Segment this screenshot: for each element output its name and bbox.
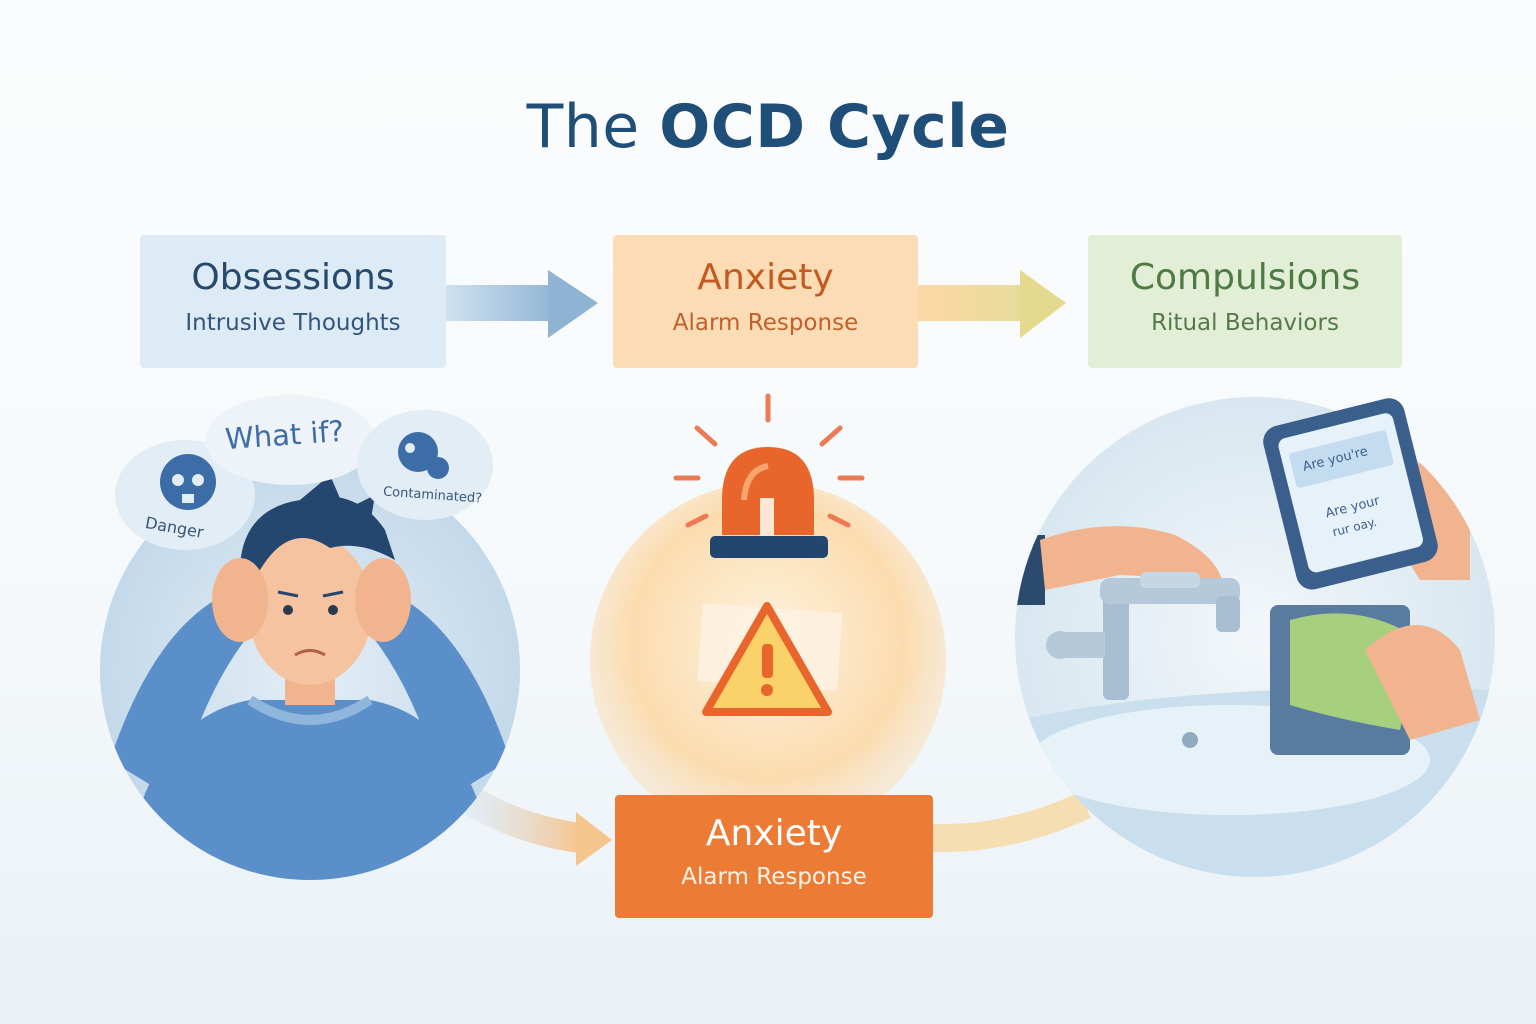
arrow-left-to-bottom [462,787,612,866]
contamination-icon [398,432,449,479]
anxiety-scene [590,393,946,838]
stage-obsessions-subtitle: Intrusive Thoughts [185,310,401,336]
siren-icon [710,447,828,558]
page-title: The OCD Cycle [0,92,1536,162]
faucet-icon [1046,572,1240,700]
title-emphasis: OCD Cycle [659,92,1010,162]
stage-anxiety-alert-subtitle: Alarm Response [681,864,867,890]
stage-anxiety-name: Anxiety [697,257,834,298]
stage-anxiety-subtitle: Alarm Response [672,310,859,336]
thought-cloud-question [205,395,375,485]
compulsions-scene [1015,397,1495,877]
stage-obsessions: Obsessions Intrusive Thoughts [140,235,446,368]
phone-icon [1263,398,1438,590]
warning-icon [702,602,832,716]
stage-compulsions: Compulsions Ritual Behaviors [1088,235,1402,368]
skull-icon [160,454,216,510]
arrow-obsessions-to-anxiety [446,270,598,338]
stage-compulsions-subtitle: Ritual Behaviors [1151,310,1339,336]
stage-anxiety-alert: Anxiety Alarm Response [615,795,933,918]
stage-anxiety-alert-name: Anxiety [705,813,843,854]
arrow-bottom-to-right [932,792,1091,853]
obsessions-scene [100,395,520,880]
arrow-anxiety-to-compulsions [918,270,1066,338]
stage-anxiety: Anxiety Alarm Response [613,235,918,368]
stage-obsessions-name: Obsessions [191,257,395,298]
title-prefix: The [526,92,640,162]
stage-compulsions-name: Compulsions [1129,257,1361,298]
